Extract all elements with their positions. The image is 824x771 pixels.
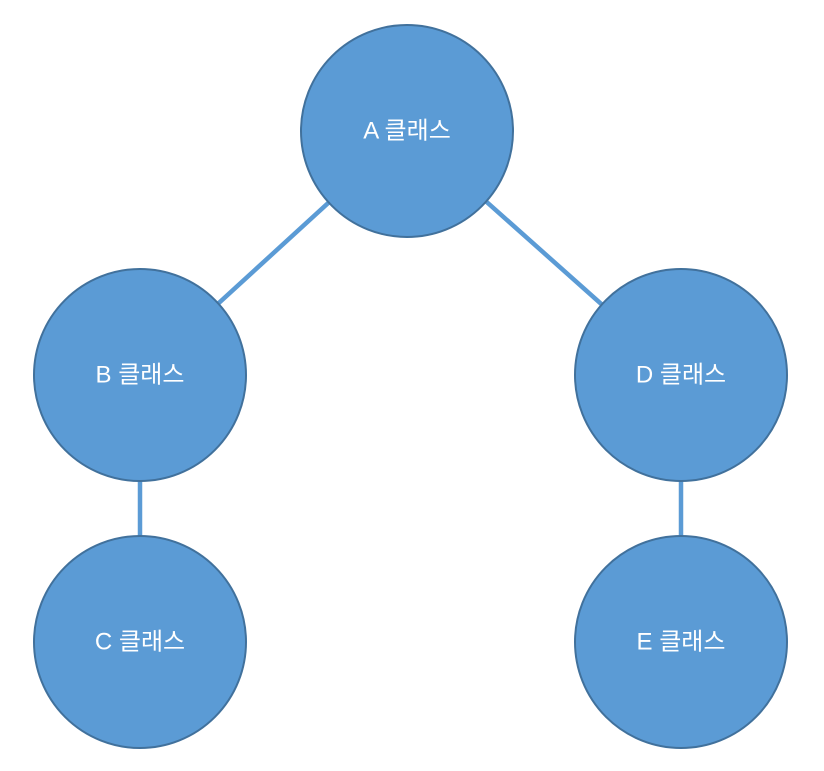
- diagram-node-B: B 클래스: [33, 268, 247, 482]
- node-circle-C: [33, 535, 247, 749]
- diagram-node-C: C 클래스: [33, 535, 247, 749]
- diagram-node-D: D 클래스: [574, 268, 788, 482]
- node-circle-D: [574, 268, 788, 482]
- node-circle-A: [300, 24, 514, 238]
- node-circle-B: [33, 268, 247, 482]
- node-label-E: E 클래스: [637, 629, 726, 656]
- nodes-layer: A 클래스 B 클래스 D 클래스 C 클래스 E 클래스: [33, 24, 788, 749]
- diagram-node-A: A 클래스: [300, 24, 514, 238]
- node-label-B: B 클래스: [96, 362, 185, 389]
- node-label-A: A 클래스: [363, 118, 451, 145]
- diagram-node-E: E 클래스: [574, 535, 788, 749]
- node-circle-E: [574, 535, 788, 749]
- node-label-D: D 클래스: [636, 362, 726, 389]
- node-label-C: C 클래스: [95, 629, 185, 656]
